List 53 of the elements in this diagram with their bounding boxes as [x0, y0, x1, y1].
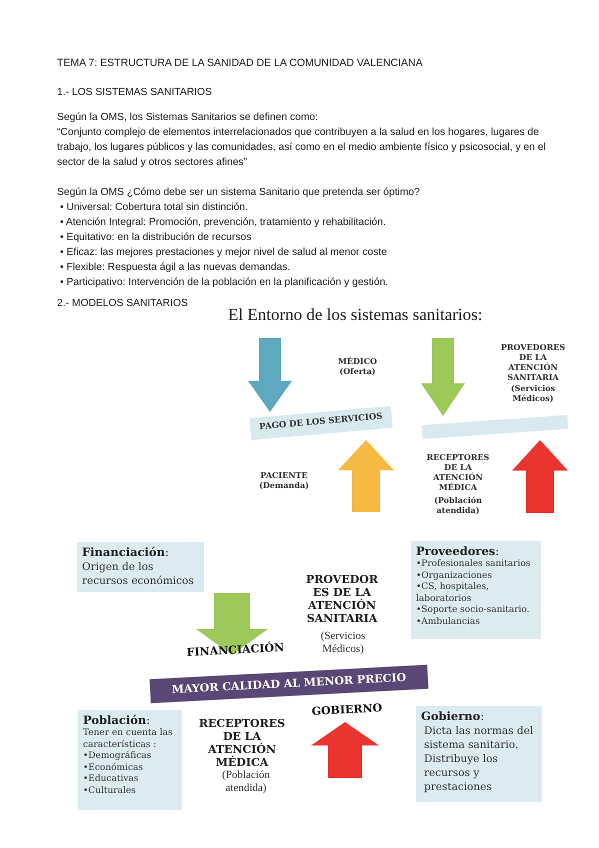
- text-line: 2.- MODELOS SANITARIOS: [57, 297, 189, 311]
- box-text: •CS, hospitales, laboratorios: [416, 582, 490, 605]
- box-heading: Financiación:: [82, 545, 170, 560]
- diagram-label: PROVEDORES DE LA ATENCIÓN SANITARIA: [500, 342, 566, 382]
- diagram-label: GOBIERNO: [311, 700, 384, 718]
- diagram-label: (Servicios Médicos): [510, 383, 556, 403]
- diagram-label: (Población atendida): [433, 495, 483, 515]
- banner: PAGO DE LOS SERVICIOS: [249, 406, 393, 440]
- box-heading: Proveedores:: [416, 544, 500, 559]
- diagram-label: RECEPTORES DE LA ATENCIÓN MÉDICA: [426, 452, 490, 492]
- box-text: Origen de los recursos económicos: [82, 560, 195, 588]
- block-arrow: [512, 440, 568, 513]
- text-line: Según la OMS ¿Cómo debe ser un sistema Sanitario que pretenda ser óptimo?: [57, 186, 421, 200]
- diagram-label: MÉDICO (Oferta): [337, 356, 378, 376]
- diagram-label: FINANCIACIÓN: [186, 640, 286, 659]
- text-line: • Universal: Cobertura total sin distinción.: [60, 201, 249, 215]
- diagram-label: PACIENTE (Demanda): [258, 470, 310, 490]
- block-arrow: [248, 338, 292, 412]
- box-text: •Económicas: [83, 762, 144, 774]
- diagram-heading: El Entorno de los sistemas sanitarios:: [228, 304, 484, 326]
- diagram-label: PROVEDORES DE LA ATENCIÓN SANITARIA: [305, 573, 380, 625]
- text-line: • Atención Integral: Promoción, prevención, tratamiento y rehabilitación.: [60, 216, 387, 230]
- text-line: • Flexible: Respuesta ágil a las nuevas demandas.: [60, 261, 292, 275]
- block-arrow: [196, 593, 268, 655]
- box-text: •Ambulancias: [416, 616, 481, 628]
- text-line: • Eficaz: las mejores prestaciones y mejor nivel de salud al menor coste: [60, 246, 388, 260]
- box-text: •Organizaciones: [416, 570, 493, 582]
- block-arrow: [338, 440, 394, 512]
- block-arrow: [421, 338, 465, 416]
- info-box: [416, 706, 542, 802]
- box-text: •Demográficas: [83, 751, 152, 762]
- info-box: [411, 541, 541, 639]
- banner: MAYOR CALIDAD AL MENOR PRECIO: [150, 664, 428, 704]
- text-line: Según la OMS, los Sistemas Sanitarios se definen como:: [57, 111, 319, 125]
- diagram-label: (Servicios Médicos): [320, 630, 366, 656]
- info-box: [78, 710, 182, 810]
- box-text: •Soporte socio-sanitario.: [416, 605, 531, 616]
- text-line: 1.- LOS SISTEMAS SANITARIOS: [57, 86, 213, 100]
- box-text: Dicta las normas del sistema sanitario. Distribuye los recursos y prestaciones: [423, 724, 534, 794]
- box-text: •Profesionales sanitarios: [416, 559, 532, 570]
- text-line: • Equitativo: en la distribución de recursos: [60, 231, 252, 245]
- box-heading: Población:: [83, 713, 152, 728]
- box-text: Tener en cuenta las características :: [83, 728, 174, 750]
- diagram-label: RECEPTORES DE LA ATENCIÓN MÉDICA: [198, 717, 286, 769]
- text-line: • Participativo: Intervención de la población en la planificación y gestión.: [60, 276, 390, 290]
- box-heading: Gobierno:: [421, 709, 486, 724]
- diagram-label: (Población atendida): [221, 769, 271, 795]
- text-line: “Conjunto complejo de elementos interrelacionados que contribuyen a la salud en los hogares, lugares de trabajo, los lugares públicos y las comunidades, así como en el medio ambiente físico y psicosocial, y en el sector de la salud y otros sectores afines”: [57, 126, 547, 170]
- page-title: TEMA 7: ESTRUCTURA DE LA SANIDAD DE LA COMUNIDAD VALENCIANA: [57, 56, 424, 71]
- info-box: [77, 542, 204, 592]
- block-arrow: [311, 722, 379, 778]
- box-text: •Culturales: [83, 786, 137, 797]
- box-text: •Educativas: [83, 774, 140, 786]
